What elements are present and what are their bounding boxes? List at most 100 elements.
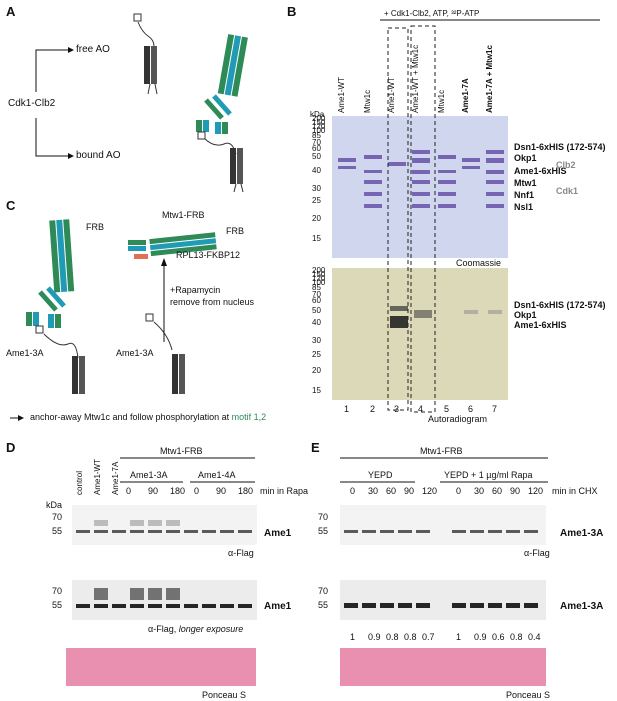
panel-c-left-complex xyxy=(26,219,85,394)
coomassie-marker: 40 xyxy=(312,166,321,175)
auto-band xyxy=(488,310,502,314)
b-lane-label: Ame1-7A + Mtw1c xyxy=(485,45,494,113)
d-band xyxy=(112,604,126,608)
d-m70: 70 xyxy=(52,512,63,522)
d-time: 180 xyxy=(170,486,186,496)
e-quant-value: 0.4 xyxy=(528,632,541,642)
d-time: 0 xyxy=(126,486,132,496)
free-ao-label: free AO xyxy=(76,44,110,55)
panel-letter-b: B xyxy=(287,4,297,19)
e-band xyxy=(398,603,412,608)
e-time: 60 xyxy=(386,486,397,496)
coomassie-gel xyxy=(332,116,508,258)
coomassie-band xyxy=(438,170,456,173)
d-band xyxy=(94,604,108,608)
d-blot-2 xyxy=(72,580,257,620)
d-bands xyxy=(76,520,252,608)
d-aflag-long-pre: α-Flag, xyxy=(148,624,179,634)
coomassie-band xyxy=(338,166,356,169)
e-time: 30 xyxy=(368,486,379,496)
coomassie-marker: 20 xyxy=(312,214,321,223)
panel-b-header: + Cdk1-Clb2, ATP, ³²P-ATP xyxy=(384,9,480,18)
coomassie-marker: 100 xyxy=(312,126,326,135)
coomassie-band xyxy=(412,180,430,184)
d-band-shift xyxy=(94,520,108,526)
coomassie-band xyxy=(486,180,504,184)
label-nnf1: Nnf1 xyxy=(514,190,534,200)
e-m70b: 70 xyxy=(318,586,329,596)
d-blot-1 xyxy=(72,505,257,545)
coomassie-band xyxy=(462,166,480,169)
c-caption-motif: motif 1,2 xyxy=(231,412,267,422)
d-m55b: 55 xyxy=(52,600,63,610)
b-lane-label: Mtw1c xyxy=(363,89,372,113)
d-band xyxy=(220,604,234,608)
coomassie-band xyxy=(438,204,456,208)
lane-number: 5 xyxy=(444,404,450,414)
e-band xyxy=(344,603,358,608)
kinase-label: Cdk1-Clb2 xyxy=(8,98,56,109)
d-band-shift xyxy=(148,588,162,600)
e-ponceau xyxy=(340,648,546,686)
autoradiogram-marker: 120 xyxy=(312,274,326,283)
coomassie-band xyxy=(364,204,382,208)
coomassie-band xyxy=(486,192,504,196)
e-time: 90 xyxy=(510,486,521,496)
d-band xyxy=(130,530,144,533)
e-band xyxy=(452,603,466,608)
coomassie-band xyxy=(486,170,504,174)
coomassie-band xyxy=(364,155,382,159)
e-quant-value: 0.8 xyxy=(404,632,417,642)
bound-ao-shape xyxy=(196,34,248,193)
label-dsn1: Dsn1-6xHIS (172-574) xyxy=(514,142,606,152)
d-lane-rot: Ame1-7A xyxy=(111,461,120,495)
d-band xyxy=(166,530,180,533)
e-time: 30 xyxy=(474,486,485,496)
c-caption-text: anchor-away Mtw1c and follow phosphoryla… xyxy=(30,412,230,422)
coomassie-marker: 120 xyxy=(312,122,326,131)
b-lane-label: Ame1-7A xyxy=(461,78,470,113)
autoradiogram-marker: 70 xyxy=(312,290,321,299)
c-caption: anchor-away Mtw1c and follow phosphoryla… xyxy=(30,412,266,422)
coomassie-band xyxy=(364,192,382,196)
e-band xyxy=(488,530,502,533)
coomassie-band xyxy=(364,170,382,173)
caption-arrow xyxy=(10,415,24,421)
b-lane-label: Ame1-WT + Mtw1c xyxy=(411,44,420,113)
coomassie-band xyxy=(388,162,406,166)
e-band xyxy=(380,530,394,533)
e-m55b: 55 xyxy=(318,600,329,610)
autoradiogram-marker: 30 xyxy=(312,336,321,345)
auto-label-ame1: Ame1-6xHIS xyxy=(514,320,567,330)
c-frb-left: FRB xyxy=(86,222,104,232)
label-mtw1: Mtw1 xyxy=(514,178,537,188)
label-ame1: Ame1-6xHIS xyxy=(514,166,567,176)
autoradiogram-marker: 25 xyxy=(312,350,321,359)
lane-number: 6 xyxy=(468,404,474,414)
e-unit: min in CHX xyxy=(552,486,598,496)
free-ao-shape xyxy=(133,13,158,95)
autoradiogram-marker: 85 xyxy=(312,283,321,292)
coomassie-band xyxy=(486,204,504,208)
d-band xyxy=(202,604,216,608)
panel-letter-e: E xyxy=(311,440,320,455)
autoradiogram-marker: 40 xyxy=(312,318,321,327)
d-band xyxy=(238,530,252,533)
coomassie-band xyxy=(412,204,430,208)
e-band xyxy=(488,603,502,608)
e-band xyxy=(398,530,412,533)
d-ponceau xyxy=(66,648,256,686)
c-remove: remove from nucleus xyxy=(170,297,255,307)
e-quant-value: 1 xyxy=(456,632,462,642)
coomassie-marker: 70 xyxy=(312,138,321,147)
coomassie-marker: 25 xyxy=(312,196,321,205)
d-band-shift xyxy=(130,520,144,526)
auto-label-okp1: Okp1 xyxy=(514,310,537,320)
e-band xyxy=(506,530,520,533)
c-ame-right: Ame1-3A xyxy=(116,348,154,358)
d-band xyxy=(130,604,144,608)
autoradiogram-marker: 60 xyxy=(312,296,321,305)
d-band xyxy=(94,530,108,533)
d-band-shift xyxy=(94,588,108,600)
e-quant-value: 0.8 xyxy=(386,632,399,642)
